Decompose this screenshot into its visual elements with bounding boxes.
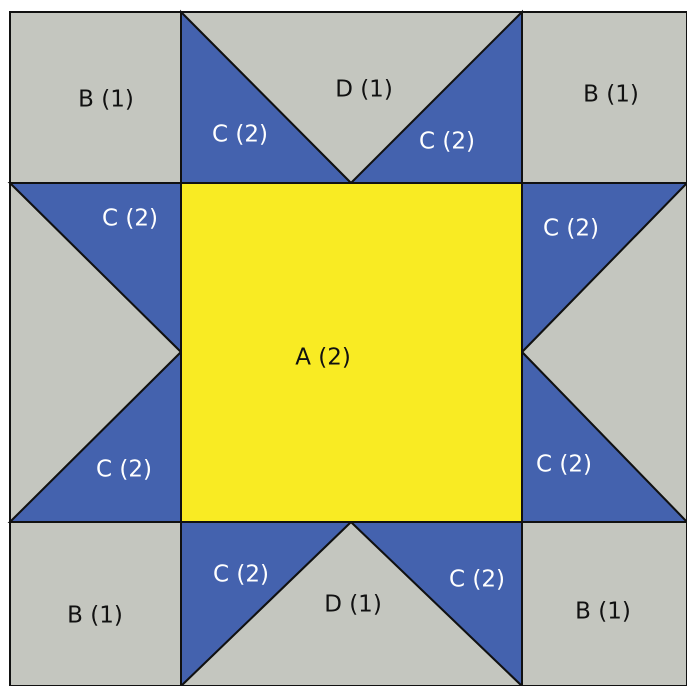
label-a-center: A (2) [295,345,351,371]
label-c-left-lower: C (2) [96,457,152,483]
label-b-bottom-right: B (1) [575,599,631,625]
label-b-top-right: B (1) [583,82,639,108]
label-d-top: D (1) [335,77,393,103]
label-c-top-right: C (2) [419,129,475,155]
corner-square-b-bottom-right [521,521,687,686]
label-c-bottom-right: C (2) [449,567,505,593]
label-c-left-upper: C (2) [102,206,158,232]
label-c-top-left: C (2) [212,122,268,148]
corner-square-b-bottom-left [9,521,182,686]
label-b-top-left: B (1) [78,87,134,113]
label-d-bottom: D (1) [324,592,382,618]
label-b-bottom-left: B (1) [67,603,123,629]
label-c-right-lower: C (2) [536,452,592,478]
center-square-a [180,182,523,523]
corner-square-b-top-left [9,11,182,184]
label-c-right-upper: C (2) [543,216,599,242]
label-c-bottom-left: C (2) [213,562,269,588]
